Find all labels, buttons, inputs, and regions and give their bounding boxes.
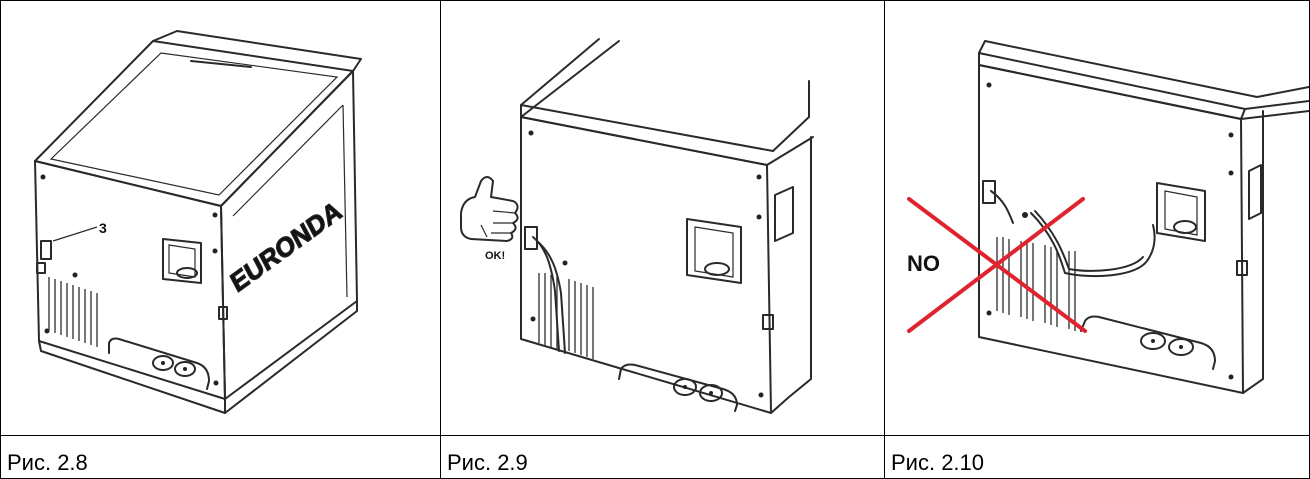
figure-2-10-caption-cell: Рис. 2.10 [885, 436, 1309, 478]
rear-panel-correct-cable-illustration: OK! [460, 38, 814, 414]
no-label: NO [907, 251, 940, 276]
autoclave-rear-view-illustration: EURONDA [34, 30, 362, 414]
red-cross-icon [907, 197, 1087, 333]
figure-2-10-image: NO [885, 1, 1309, 436]
brand-logo-text: EURONDA [226, 194, 347, 298]
rear-panel-incorrect-cable-illustration: NO [907, 40, 1309, 394]
figure-2-9-image: OK! [441, 1, 885, 436]
vent-grille [48, 277, 98, 347]
ok-label: OK! [485, 250, 505, 262]
figure-caption: Рис. 2.10 [891, 450, 985, 475]
figure-2-9-caption-cell: Рис. 2.9 [441, 436, 885, 478]
figure-caption: Рис. 2.9 [447, 450, 528, 475]
figure-caption: Рис. 2.8 [7, 450, 88, 475]
figure-2-8-caption-cell: Рис. 2.8 [1, 436, 441, 478]
vent-grille [996, 237, 1076, 331]
figure-2-8-image: EURONDA [1, 1, 441, 436]
callout-number: 3 [99, 220, 107, 236]
thumbs-up-icon [460, 176, 519, 242]
